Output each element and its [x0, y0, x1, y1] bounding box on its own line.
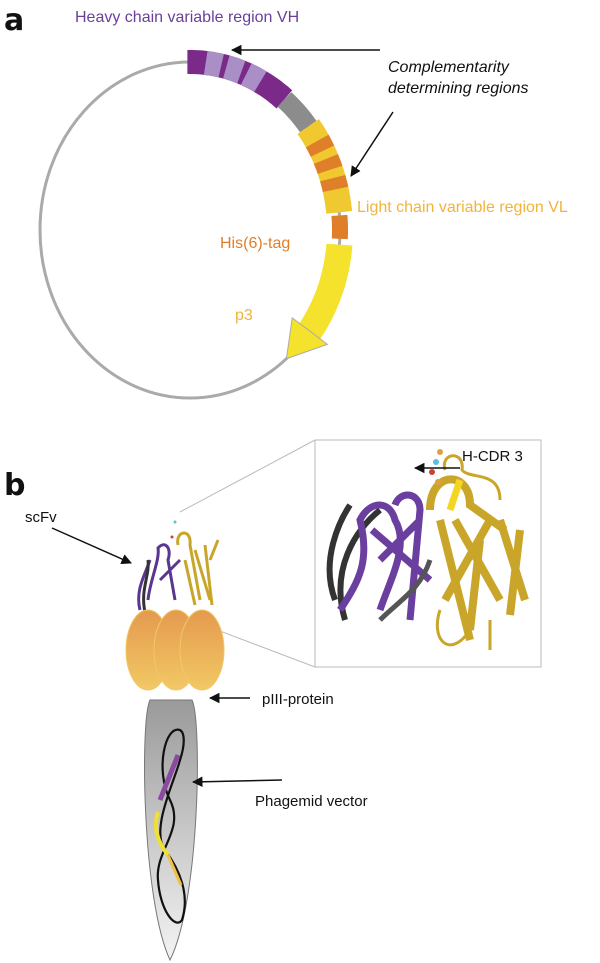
p3-segment [297, 243, 353, 341]
his-tag-label: His(6)-tag [220, 235, 290, 252]
vh-label: Heavy chain variable region VH [75, 9, 299, 26]
piii-proteins [125, 609, 225, 691]
piii-label: pIII-protein [262, 691, 334, 708]
p3-arrowhead [285, 316, 329, 360]
linker-segment [277, 92, 317, 133]
phagemid-label: Phagemid vector [255, 793, 368, 810]
zoom-line-bottom [211, 627, 316, 668]
vl-cdr-band-1 [305, 134, 335, 157]
hcdr3-label: H-CDR 3 [462, 448, 523, 465]
vl-cdr-arrow [350, 111, 394, 177]
zoom-line-top [179, 439, 316, 513]
cdr-label-line1: Complementarity [388, 59, 510, 76]
p3-label: p3 [235, 307, 253, 324]
phagemid-dna [153, 728, 186, 924]
scfv-structure-small [137, 520, 220, 613]
phagemid-arrow [191, 776, 283, 788]
panel-b-letter: b [4, 468, 25, 503]
vl-cdr-band-2 [313, 154, 343, 174]
scfv-arrow [51, 527, 132, 564]
panel-a-letter: a [4, 3, 24, 38]
vh-cdr-band-2 [223, 55, 246, 84]
vl-label: Light chain variable region VL [357, 199, 568, 216]
vl-cdr-band-3 [320, 174, 349, 193]
scfv-label: scFv [25, 509, 57, 526]
cdr-label-line2: determining regions [388, 80, 529, 97]
structure-inset [314, 439, 542, 668]
scfv-structure-inset [326, 449, 529, 650]
his-tag-segment [331, 214, 348, 240]
vh-cdr-band-1 [203, 51, 224, 78]
plasmid-map [38, 50, 353, 400]
vh-cdr-band-3 [240, 63, 267, 92]
